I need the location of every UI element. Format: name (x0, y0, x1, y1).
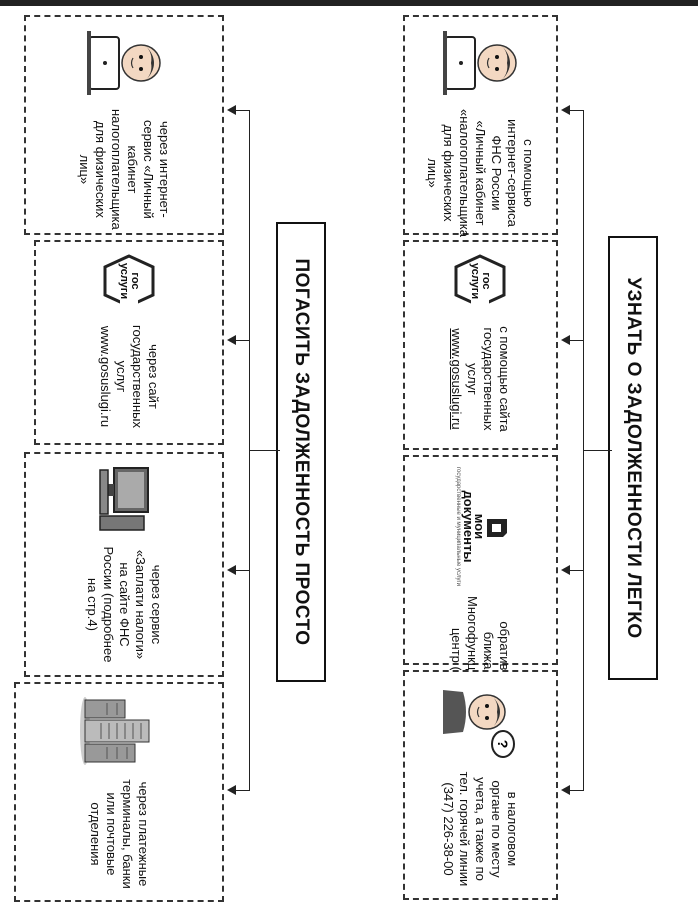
know-option-gosuslugi-text: с помощью сайта государственных услуг ww… (449, 326, 513, 432)
pay-connector (236, 570, 250, 571)
pay-option-terminals: через платежные терминалы, банки или поч… (14, 682, 224, 902)
pay-connector (236, 790, 250, 791)
know-option-mfc: мои документы государственные и муниципа… (403, 455, 558, 737)
top-border (0, 0, 698, 6)
know-connector (570, 110, 584, 111)
person-question-icon: ? (440, 682, 522, 760)
pay-arrow (227, 785, 236, 795)
pay-option-lk-text: через интернет-сервис «Личный кабинет на… (77, 109, 172, 230)
pay-connector (249, 110, 250, 790)
know-connector (583, 110, 584, 790)
know-arrow (561, 565, 570, 575)
buildings-icon (79, 694, 159, 768)
know-title: УЗНАТЬ О ЗАДОЛЖЕННОСТИ ЛЕГКО (608, 236, 658, 680)
know-arrow (561, 335, 570, 345)
gosuslugi-link[interactable]: www.gosuslugi.ru (449, 328, 465, 430)
know-option-tax-office: ? в налоговом органе по месту учета, а т… (403, 670, 558, 900)
pay-option-zaplati-nalogi-text: через сервис «Заплати налоги» на сайте Ф… (85, 546, 164, 663)
know-connector (570, 570, 584, 571)
pay-connector (250, 450, 280, 451)
pay-option-zaplati-nalogi: через сервис «Заплати налоги» на сайте Ф… (24, 452, 224, 677)
pay-arrow (227, 105, 236, 115)
pay-option-terminals-text: через платежные терминалы, банки или поч… (88, 779, 151, 889)
know-option-lk: с помощью интернет-сервиса ФНС России «Л… (403, 15, 558, 237)
know-connector (570, 340, 584, 341)
moi-dokumenty-logo-icon: мои документы государственные и муниципа… (452, 467, 509, 586)
pay-connector (236, 340, 250, 341)
know-option-tax-office-text: в налоговом органе по месту учета, а так… (441, 771, 521, 887)
pay-arrow (227, 335, 236, 345)
know-connector (584, 450, 612, 451)
know-arrow (561, 105, 570, 115)
know-arrow (561, 785, 570, 795)
pay-option-gosuslugi-text: через сайт государственных услуг www.gos… (98, 325, 161, 428)
pay-arrow (227, 565, 236, 575)
person-laptop-icon (85, 27, 163, 99)
pay-connector (236, 110, 250, 111)
know-option-lk-text: с помощью интернет-сервиса ФНС России «Л… (425, 109, 537, 237)
svg-text:?: ? (496, 740, 512, 749)
know-connector (570, 790, 584, 791)
computer-icon (94, 464, 154, 534)
person-laptop-icon (442, 27, 520, 99)
pay-title: ПОГАСИТЬ ЗАДОЛЖЕННОСТЬ ПРОСТО (276, 222, 326, 682)
pay-option-lk: через интернет-сервис «Личный кабинет на… (24, 15, 224, 235)
